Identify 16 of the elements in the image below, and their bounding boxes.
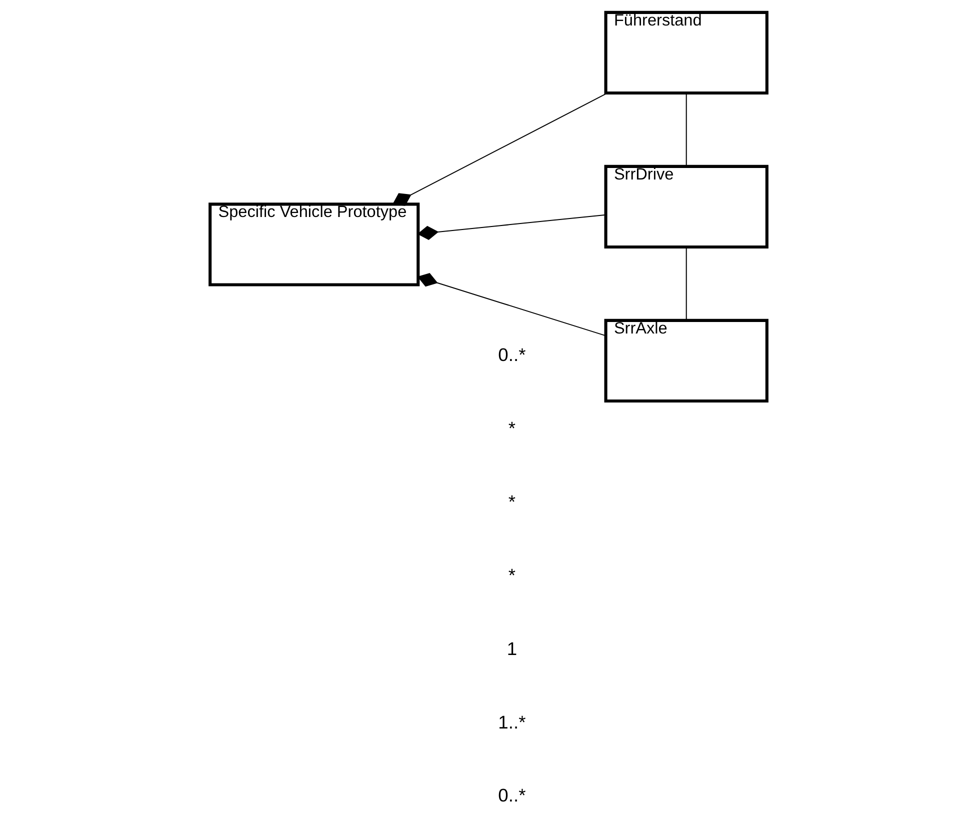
label: *: [508, 564, 516, 586]
label: 1: [506, 638, 517, 659]
node-box: Führerstand: [604, 10, 768, 95]
node-box: Specific Vehicle Prototype: [208, 202, 420, 286]
node-box: SrrDrive: [604, 164, 768, 249]
label: *: [508, 418, 516, 439]
node-box: SrrAxle: [604, 318, 768, 403]
connector: [685, 93, 686, 166]
label: 0..*: [498, 344, 526, 366]
connector: [685, 247, 686, 320]
connector: [416, 214, 606, 240]
label: *: [508, 490, 516, 512]
connector: [392, 92, 608, 206]
label: 0..*: [498, 784, 526, 806]
label: 1..*: [498, 711, 526, 732]
connector: [416, 272, 606, 336]
